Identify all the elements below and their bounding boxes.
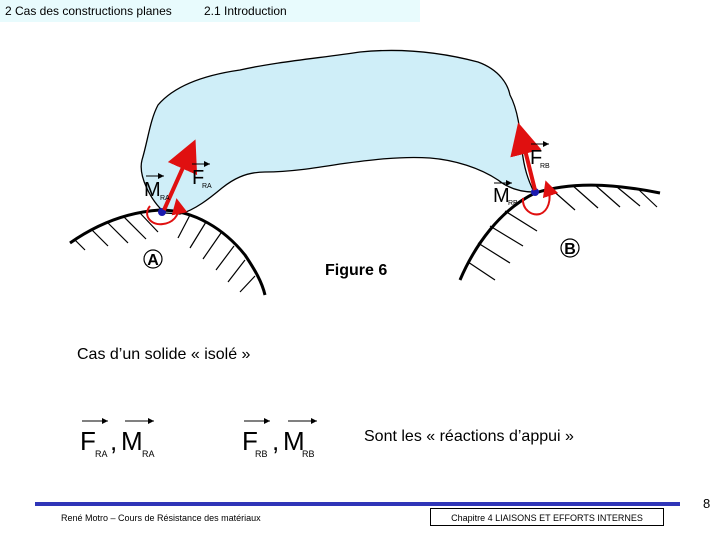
label-m-ra: M bbox=[144, 179, 161, 201]
force-arrow-ra bbox=[162, 139, 198, 211]
moment-arc-rb bbox=[521, 180, 559, 216]
formula-a-m-sub: RA bbox=[142, 449, 155, 459]
formula-a-m: M bbox=[121, 426, 143, 456]
label-f-ra: F bbox=[192, 167, 204, 189]
isolated-solid bbox=[140, 49, 536, 215]
formula-b-m: M bbox=[283, 426, 305, 456]
support-a-hatching bbox=[74, 212, 256, 293]
figure-caption: Figure 6 bbox=[325, 262, 388, 279]
label-m-ra-sub: RA bbox=[160, 195, 170, 202]
page-number: 8 bbox=[703, 496, 711, 511]
label-m-rb-sub: RB bbox=[508, 200, 518, 207]
formula-b-sep: , bbox=[272, 426, 279, 456]
moment-arc-ra bbox=[146, 198, 188, 226]
point-a-marker bbox=[143, 249, 163, 269]
slide-header: 2 Cas des constructions planes 2.1 Intro… bbox=[0, 0, 420, 22]
label-f-rb: F bbox=[530, 147, 542, 169]
point-b-marker bbox=[560, 238, 580, 258]
isolated-solid-text: Cas d’un solide « isolé » bbox=[77, 346, 251, 363]
support-b-surface bbox=[458, 183, 661, 281]
label-f-ra-sub: RA bbox=[202, 183, 212, 190]
support-a-surface bbox=[69, 208, 267, 296]
formula-a-f-sub: RA bbox=[95, 449, 108, 459]
vector-overbars bbox=[146, 141, 549, 186]
footer-bar bbox=[35, 502, 680, 506]
label-f-rb-sub: RB bbox=[540, 163, 550, 170]
footer-chapter: Chapitre 4 LIAISONS ET EFFORTS INTERNES bbox=[430, 508, 664, 526]
force-arrow-rb bbox=[510, 122, 542, 191]
formula-b-f: F bbox=[242, 426, 258, 456]
label-m-rb: M bbox=[493, 185, 510, 207]
formula-b-m-sub: RB bbox=[302, 449, 315, 459]
subsection-title: 2.1 Introduction bbox=[204, 4, 287, 18]
formula-a-sep: , bbox=[110, 426, 117, 456]
formula-a-f: F bbox=[80, 426, 96, 456]
point-b-label: B bbox=[564, 241, 576, 258]
section-title: 2 Cas des constructions planes bbox=[5, 4, 172, 18]
footer-author: René Motro – Cours de Résistance des mat… bbox=[61, 513, 261, 523]
reactions-text: Sont les « réactions d’appui » bbox=[364, 428, 574, 445]
point-a-label: A bbox=[147, 252, 159, 269]
formula-b-f-sub: RB bbox=[255, 449, 268, 459]
